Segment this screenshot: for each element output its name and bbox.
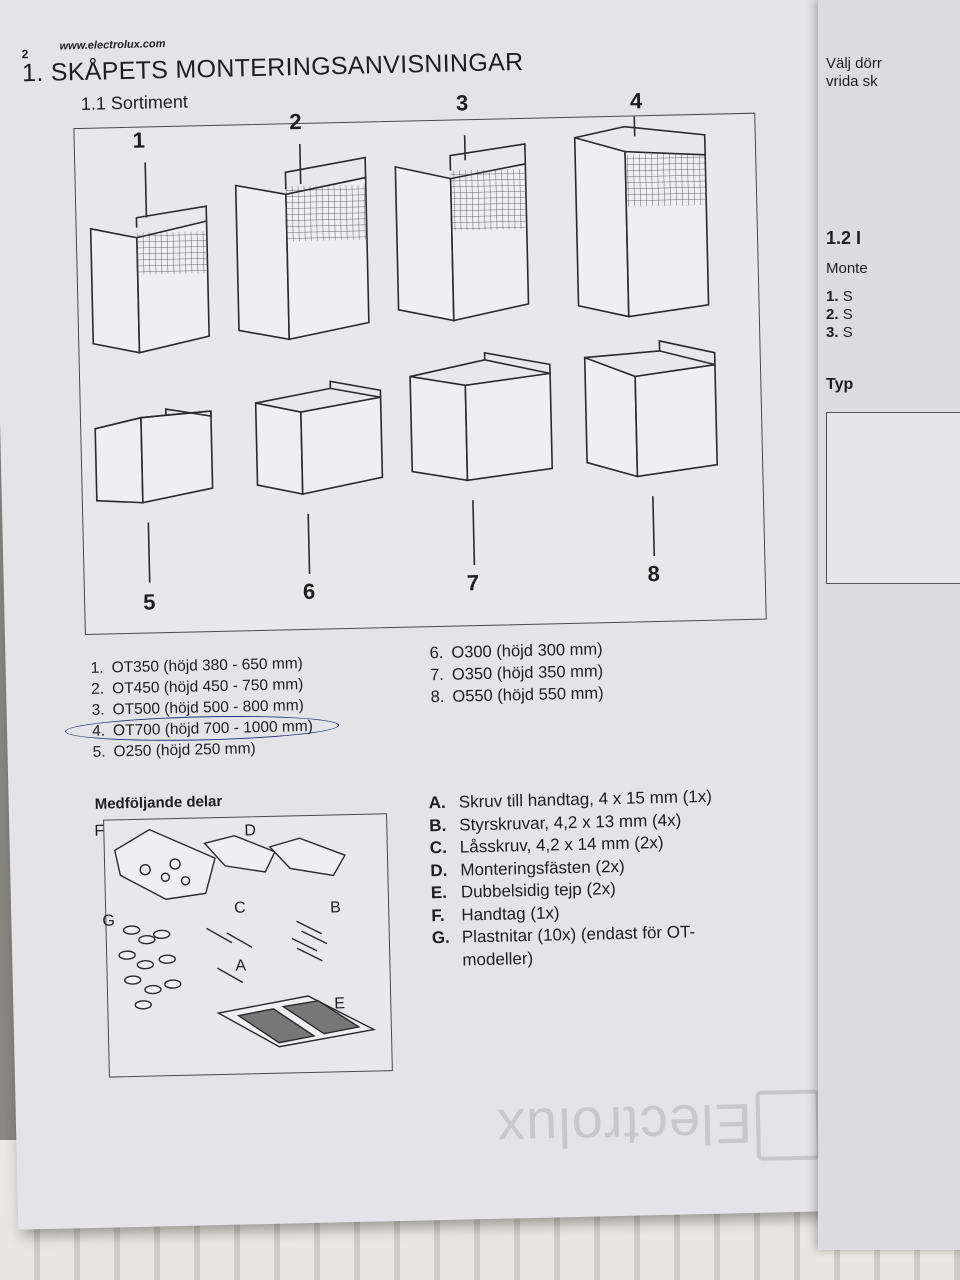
cabinet-6-drawing xyxy=(254,380,384,574)
right-list-item: 2. S xyxy=(826,306,853,323)
chapter-title: 1. SKÅPETS MONTERINGSANVISNINGAR xyxy=(21,47,524,88)
cabinet-1-drawing xyxy=(89,162,210,354)
part-letter-f: F xyxy=(94,822,105,840)
parts-figure: F D G C B A E xyxy=(94,813,393,1078)
screws-part-c xyxy=(206,927,253,948)
cabinet-7-drawing xyxy=(409,351,554,566)
cabinet-range-figure: 1 2 3 4 5 6 7 8 xyxy=(73,88,767,636)
part-letter-a: A xyxy=(235,957,247,975)
cabinet-2-drawing xyxy=(234,143,370,341)
manual-page-left: 2 www.electrolux.com 1. SKÅPETS MONTERIN… xyxy=(0,0,874,1230)
cabinet-4-drawing xyxy=(573,116,710,318)
model-item: 8.O550 (höjd 550 mm) xyxy=(430,684,604,707)
part-letter-g: G xyxy=(102,912,116,930)
part-letter-c: C xyxy=(233,899,246,917)
cabinet-number-1: 1 xyxy=(132,127,146,153)
right-intro-line-2: vrida sk xyxy=(826,73,878,90)
handle-part-f xyxy=(113,828,216,900)
cabinet-number-2: 2 xyxy=(289,108,302,135)
right-section-heading: 1.2 I xyxy=(826,228,862,248)
screw-part-a xyxy=(217,967,244,984)
bracket-part-d xyxy=(203,834,276,873)
cabinet-number-7: 7 xyxy=(466,570,480,596)
right-list-item: 1. S xyxy=(826,288,853,305)
cabinet-8-drawing xyxy=(583,339,718,557)
tape-part-e xyxy=(216,995,377,1048)
bracket-part-d xyxy=(268,837,346,877)
rivets-part-g xyxy=(118,925,182,1010)
cabinet-number-6: 6 xyxy=(302,578,316,605)
parts-title: Medföljande delar xyxy=(94,792,223,813)
model-list-right: 6.O300 (höjd 300 mm) 7.O350 (höjd 350 mm… xyxy=(425,638,604,708)
screws-part-b xyxy=(291,920,328,962)
cabinet-number-5: 5 xyxy=(142,589,156,615)
cabinet-5-drawing xyxy=(94,408,214,583)
part-letter-d: D xyxy=(244,822,257,840)
section-title: 1.1 Sortiment xyxy=(80,91,189,114)
electrolux-watermark: Electrolux xyxy=(495,1092,753,1161)
part-letter-b: B xyxy=(329,899,342,917)
cabinet-number-3: 3 xyxy=(455,90,469,116)
part-letter-e: E xyxy=(334,995,346,1013)
cabinet-3-drawing xyxy=(394,135,530,322)
cabinet-drawings xyxy=(89,116,718,583)
electrolux-logo-icon xyxy=(755,1089,821,1161)
model-item: 5.O250 (höjd 250 mm) xyxy=(92,740,256,761)
right-type-label: Typ xyxy=(826,376,854,393)
right-figure-box xyxy=(826,412,960,584)
model-list-left: 1.OT350 (höjd 380 - 650 mm) 2.OT450 (höj… xyxy=(64,653,340,763)
cabinet-number-4: 4 xyxy=(629,88,643,114)
parts-drawings xyxy=(113,828,377,1048)
parts-list: A.Skruv till handtag, 4 x 15 mm (1x) B.S… xyxy=(429,784,793,972)
website-url: www.electrolux.com xyxy=(59,38,166,53)
right-list-item: 3. S xyxy=(826,324,853,341)
right-intro-line-1: Välj dörr xyxy=(826,55,882,72)
cabinet-number-8: 8 xyxy=(647,560,661,587)
right-subtext: Monte xyxy=(826,260,868,277)
manual-page-right: Välj dörr vrida sk 1.2 I Monte 1. S 2. S… xyxy=(818,0,960,1250)
